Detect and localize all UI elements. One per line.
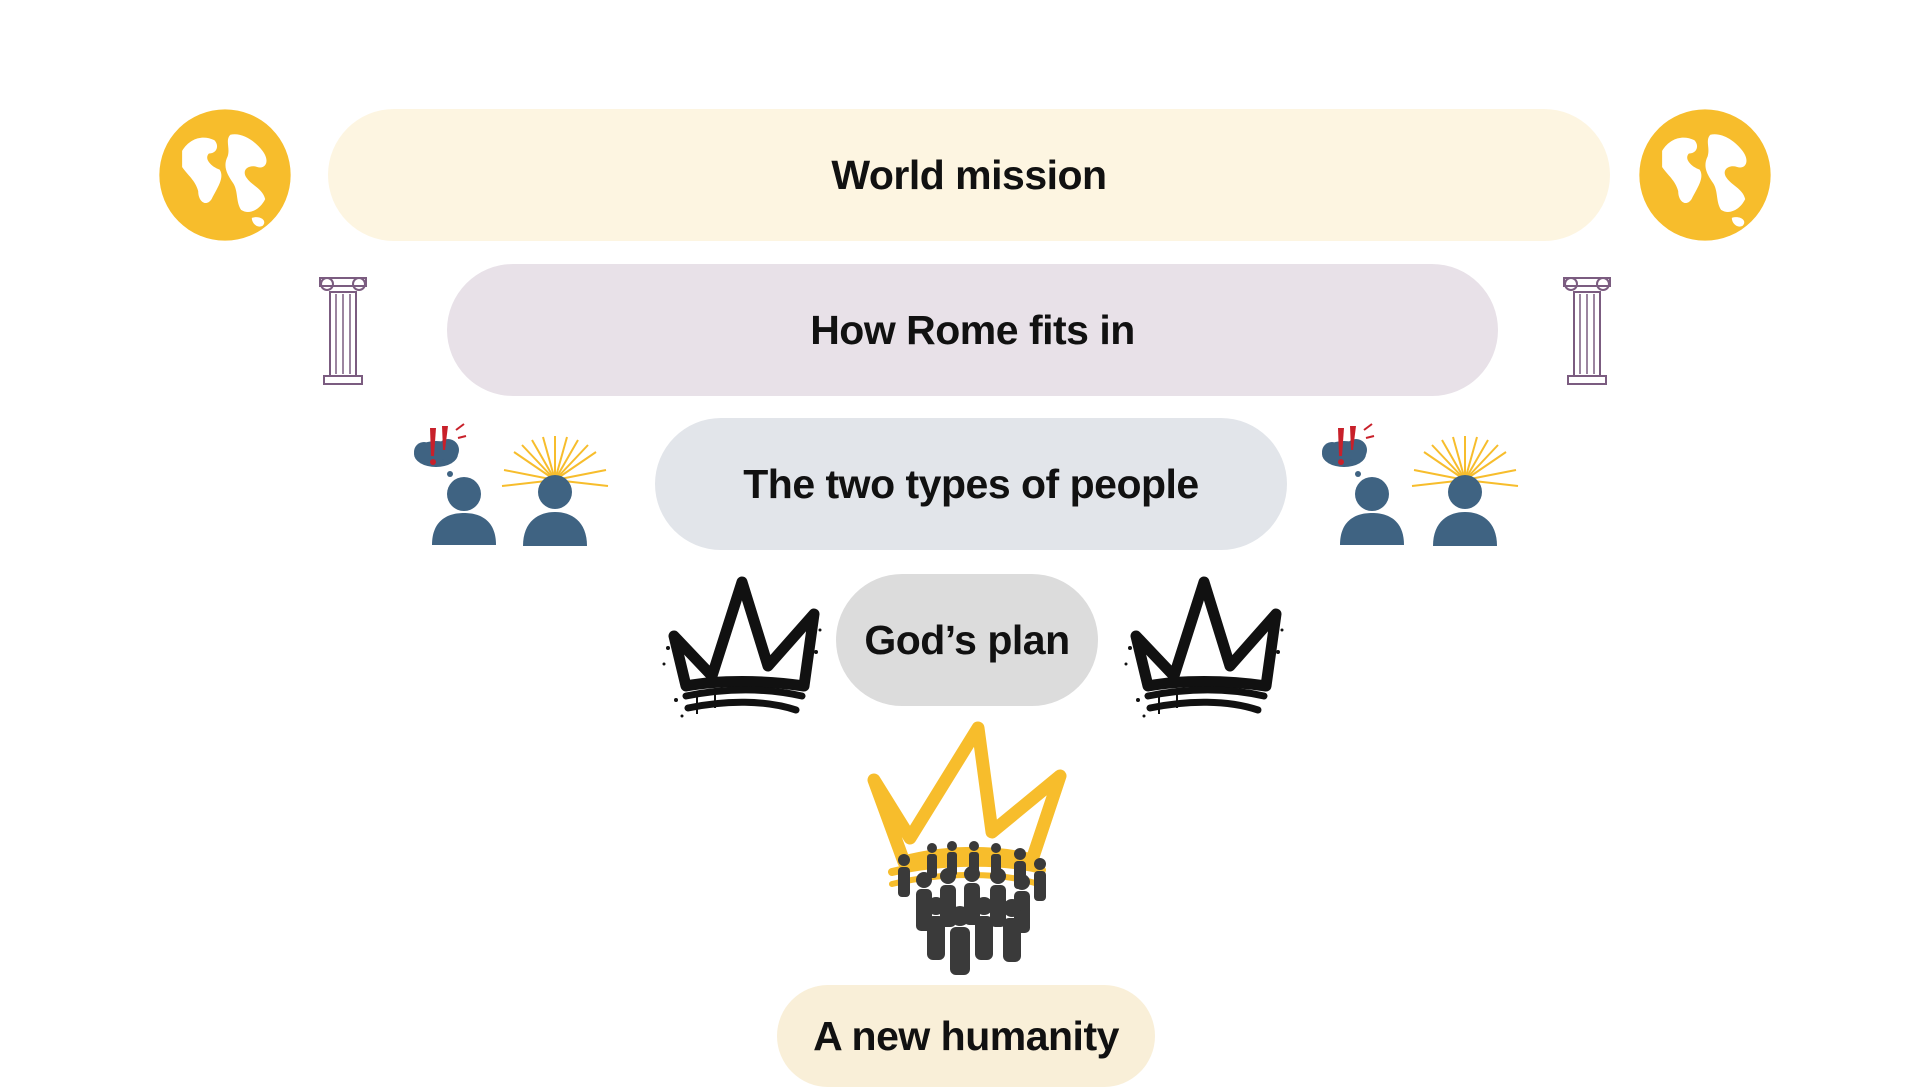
- level-world-mission: World mission: [328, 109, 1610, 241]
- level-label: World mission: [831, 151, 1107, 198]
- level-new-humanity: A new humanity: [777, 985, 1155, 1087]
- worried-person-icon: [1316, 420, 1416, 550]
- level-how-rome-fits-in: How Rome fits in: [447, 264, 1498, 396]
- globe-icon: [158, 108, 292, 242]
- level-two-types-of-people: The two types of people: [655, 418, 1287, 550]
- globe-icon: [1638, 108, 1772, 242]
- level-label: The two types of people: [743, 460, 1199, 507]
- crown-icon: [656, 570, 824, 720]
- crown-icon: [1118, 570, 1286, 720]
- level-gods-plan: God’s plan: [836, 574, 1098, 706]
- crowd-with-golden-crown-icon: [852, 720, 1092, 982]
- ionic-column-icon: [1562, 274, 1612, 386]
- ionic-column-icon: [318, 274, 368, 386]
- enlightened-person-icon: [1410, 436, 1520, 550]
- worried-person-icon: [408, 420, 508, 550]
- level-label: A new humanity: [813, 1012, 1119, 1059]
- level-label: God’s plan: [864, 616, 1070, 663]
- enlightened-person-icon: [500, 436, 610, 550]
- level-label: How Rome fits in: [810, 306, 1135, 353]
